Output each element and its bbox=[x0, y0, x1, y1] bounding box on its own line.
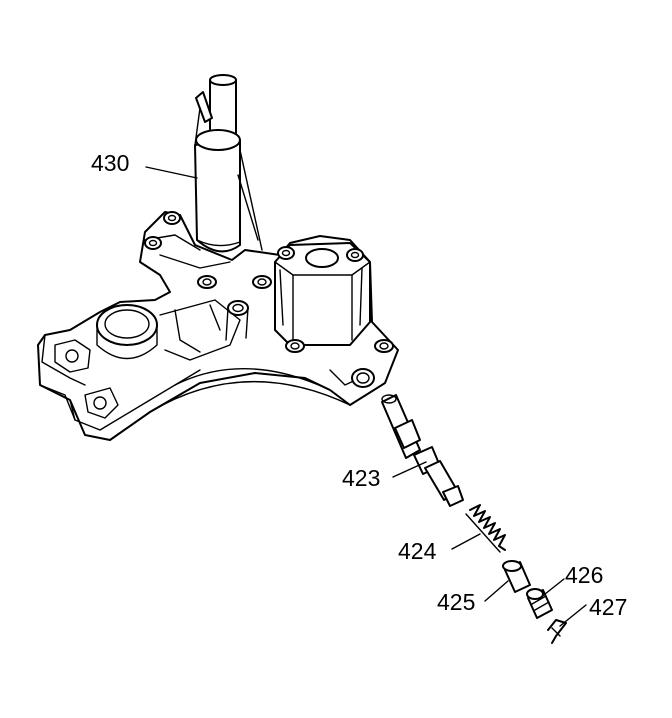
callout-425: 425 bbox=[437, 589, 475, 615]
valve-body-housing bbox=[37, 211, 399, 441]
spring-424 bbox=[465, 504, 506, 553]
callout-430: 430 bbox=[91, 150, 129, 176]
plug-426 bbox=[526, 588, 553, 619]
retainer-clip-427 bbox=[547, 619, 567, 644]
sleeve-425 bbox=[502, 560, 531, 593]
column-tower-430 bbox=[194, 74, 263, 253]
spool-valve-423 bbox=[381, 394, 464, 507]
callout-426: 426 bbox=[565, 562, 603, 588]
callout-423: 423 bbox=[342, 465, 380, 491]
callout-427: 427 bbox=[589, 594, 627, 620]
leader-lines bbox=[145, 166, 587, 627]
callout-424: 424 bbox=[398, 538, 437, 564]
